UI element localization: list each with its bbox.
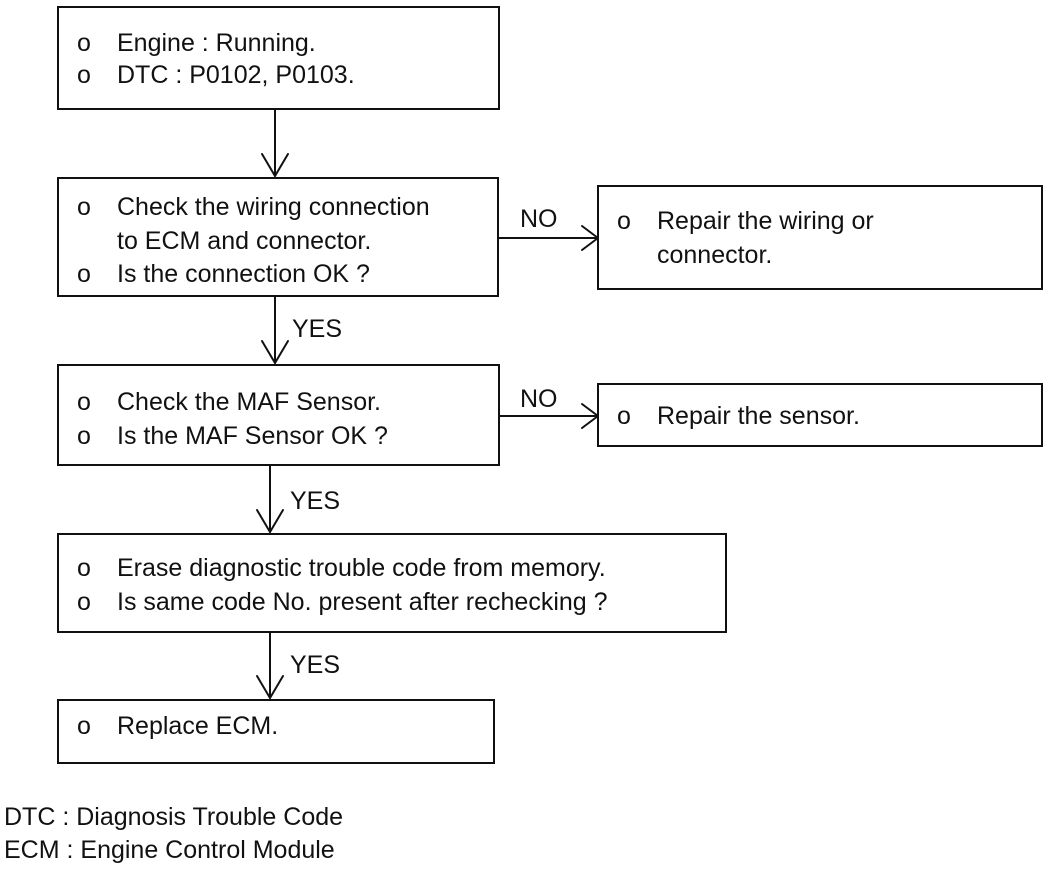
bullet-marker: o: [77, 260, 91, 288]
step-box-repair-wiring: o Repair the wiring or connector.: [597, 185, 1043, 290]
step-text: Repair the sensor.: [657, 402, 860, 430]
step-text: Is the MAF Sensor OK ?: [117, 422, 388, 450]
step-text: connector.: [657, 241, 773, 269]
step-text: Repair the wiring or: [657, 207, 874, 235]
arrow-start-to-check-wiring: [261, 109, 289, 177]
bullet-marker: o: [77, 193, 91, 221]
edge-label-maf-yes: YES: [290, 487, 341, 515]
bullet-marker: o: [77, 388, 91, 416]
bullet-marker: o: [77, 554, 91, 582]
arrow-erase-yes: [256, 631, 284, 699]
bullet-marker: o: [617, 207, 631, 235]
step-text: to ECM and connector.: [117, 227, 372, 255]
bullet-marker: o: [77, 29, 91, 57]
bullet-marker: o: [77, 712, 91, 740]
step-text: Is same code No. present after recheckin…: [117, 588, 608, 616]
arrow-wiring-yes: [261, 295, 289, 364]
step-text: Replace ECM.: [117, 712, 279, 740]
legend-ecm: ECM : Engine Control Module: [4, 836, 335, 864]
step-text: Erase diagnostic trouble code from memor…: [117, 554, 606, 582]
bullet-marker: o: [77, 588, 91, 616]
step-box-replace-ecm: o Replace ECM.: [57, 699, 495, 764]
step-text: DTC : P0102, P0103.: [117, 61, 355, 89]
bullet-marker: o: [617, 402, 631, 430]
edge-label-wiring-no: NO: [520, 205, 558, 233]
step-box-repair-sensor: o Repair the sensor.: [597, 383, 1043, 447]
bullet-marker: o: [77, 422, 91, 450]
legend-dtc: DTC : Diagnosis Trouble Code: [4, 803, 344, 831]
edge-label-erase-yes: YES: [290, 651, 341, 679]
step-text: Engine : Running.: [117, 29, 316, 57]
step-box-start: o Engine : Running. o DTC : P0102, P0103…: [57, 6, 500, 110]
step-text: Is the connection OK ?: [117, 260, 370, 288]
step-box-erase-dtc: o Erase diagnostic trouble code from mem…: [57, 533, 727, 633]
edge-label-maf-no: NO: [520, 385, 558, 413]
edge-label-wiring-yes: YES: [292, 315, 343, 343]
step-box-check-wiring: o Check the wiring connection to ECM and…: [57, 177, 499, 297]
step-text: Check the wiring connection: [117, 193, 430, 221]
bullet-marker: o: [77, 61, 91, 89]
arrow-maf-yes: [256, 464, 284, 533]
step-box-check-maf: o Check the MAF Sensor. o Is the MAF Sen…: [57, 364, 500, 466]
step-text: Check the MAF Sensor.: [117, 388, 382, 416]
